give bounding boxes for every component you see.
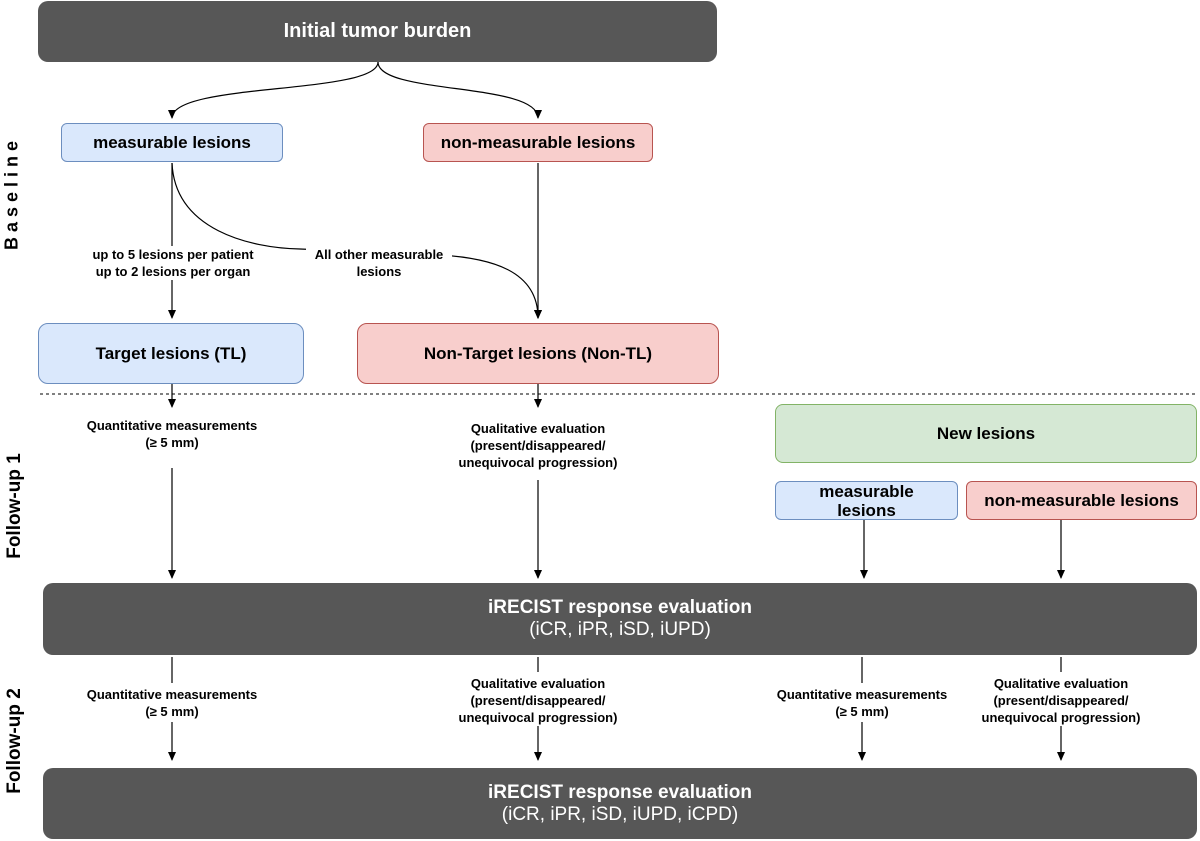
initial-tumor-burden-label: Initial tumor burden [283, 20, 472, 42]
side-label-followup2: Follow-up 2 [4, 688, 25, 794]
fu1-quant-line1: Quantitative measurements [86, 418, 258, 433]
non-target-lesions-label: Non-Target lesions (Non-TL) [423, 343, 653, 363]
target-lesions-label: Target lesions (TL) [95, 343, 247, 363]
eval2-subtitle: (iCR, iPR, iSD, iUPD, iCPD) [501, 803, 739, 825]
edge-initial-to-measurable [168, 61, 379, 119]
side-label-followup1: Follow-up 1 [4, 453, 25, 559]
fu2-col4-line1: Qualitative evaluation [993, 676, 1129, 691]
non-measurable-lesions-box: non-measurable lesions [423, 123, 653, 162]
non-measurable-lesions-label: non-measurable lesions [440, 132, 636, 152]
new-non-measurable-label: non-measurable lesions [984, 490, 1179, 510]
target-selection-rule-label: up to 5 lesions per patient up to 2 lesi… [82, 246, 264, 280]
edge-initial-to-non-measurable [377, 61, 542, 119]
fu1-quantitative-label: Quantitative measurements (≥ 5 mm) [72, 417, 272, 451]
eval1-title: iRECIST response evaluation [488, 597, 752, 618]
target-rule-line2: up to 2 lesions per organ [95, 264, 251, 279]
non-target-lesions-box: Non-Target lesions (Non-TL) [357, 323, 719, 384]
initial-tumor-burden-box: Initial tumor burden [38, 1, 717, 62]
fu2-qualitative-label-col4: Qualitative evaluation (present/disappea… [963, 675, 1159, 726]
other-measurable-label: All other measurable lesions [306, 246, 452, 280]
fu2-col2-line1: Qualitative evaluation [470, 676, 606, 691]
target-rule-line1: up to 5 lesions per patient [92, 247, 254, 262]
fu2-quantitative-label-col1: Quantitative measurements (≥ 5 mm) [72, 686, 272, 720]
measurable-lesions-box: measurable lesions [61, 123, 283, 162]
fu2-col1-line1: Quantitative measurements [86, 687, 258, 702]
new-non-measurable-lesions-box: non-measurable lesions [966, 481, 1197, 520]
fu2-col1-line2: (≥ 5 mm) [145, 704, 199, 719]
fu2-col4-line3: unequivocal progression) [981, 710, 1141, 725]
fu1-qual-line3: unequivocal progression) [458, 455, 618, 470]
target-lesions-box: Target lesions (TL) [38, 323, 304, 384]
fu2-qualitative-label-col2: Qualitative evaluation (present/disappea… [440, 675, 636, 726]
fu2-col4-line2: (present/disappeared/ [993, 693, 1129, 708]
fu2-col3-line1: Quantitative measurements [776, 687, 948, 702]
measurable-lesions-label: measurable lesions [93, 132, 251, 152]
fu2-col2-line2: (present/disappeared/ [470, 693, 606, 708]
eval1-subtitle: (iCR, iPR, iSD, iUPD) [529, 619, 711, 640]
new-measurable-lesions-box: measurable lesions [775, 481, 958, 520]
fu2-col2-line3: unequivocal progression) [458, 710, 618, 725]
edge-measurable-to-non-target [171, 162, 542, 319]
eval2-title: iRECIST response evaluation [488, 781, 752, 803]
new-lesions-label: New lesions [936, 423, 1036, 443]
irecist-evaluation-1-box: iRECIST response evaluation (iCR, iPR, i… [43, 583, 1197, 655]
fu1-qualitative-label: Qualitative evaluation (present/disappea… [440, 420, 636, 471]
fu1-quant-line2: (≥ 5 mm) [145, 435, 199, 450]
other-line1: All other measurable [314, 247, 444, 262]
other-line2: lesions [356, 264, 402, 279]
irecist-evaluation-2-box: iRECIST response evaluation (iCR, iPR, i… [43, 768, 1197, 839]
new-measurable-line1: measurable [819, 481, 914, 501]
fu2-col3-line2: (≥ 5 mm) [835, 704, 889, 719]
fu1-qual-line2: (present/disappeared/ [470, 438, 606, 453]
fu2-quantitative-label-col3: Quantitative measurements (≥ 5 mm) [762, 686, 962, 720]
new-measurable-line2: lesions [837, 500, 896, 520]
side-label-baseline: B a s e l i n e [1, 140, 22, 251]
new-lesions-box: New lesions [775, 404, 1197, 463]
fu1-qual-line1: Qualitative evaluation [470, 421, 606, 436]
